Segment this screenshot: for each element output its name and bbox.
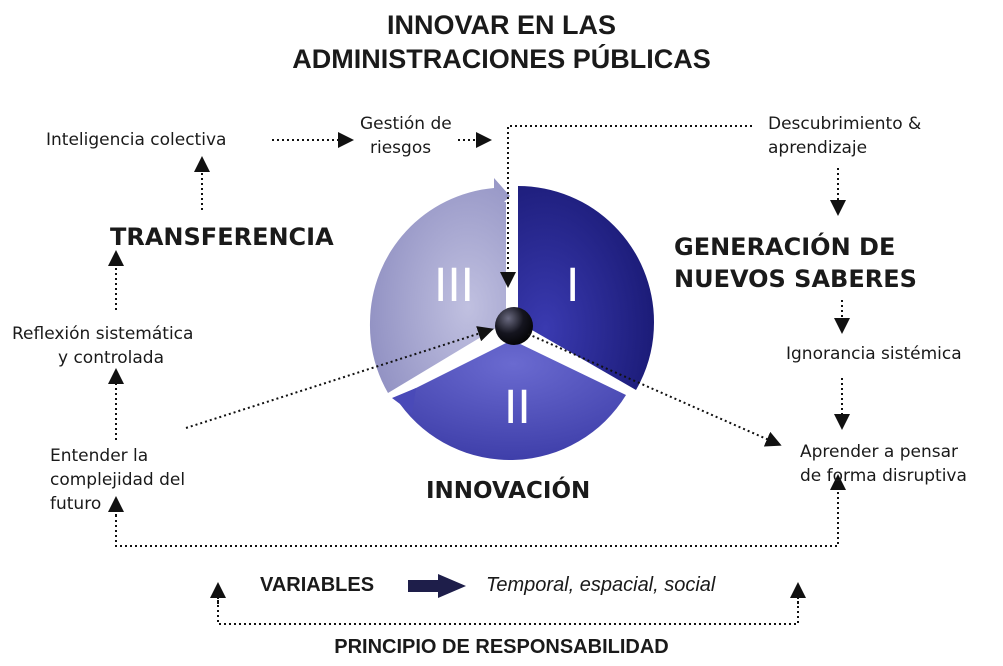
arrow-entender-to-center	[185, 326, 494, 429]
label-reflexion-line-2: y controlada	[58, 348, 165, 368]
label-entender-line-1: Entender la	[50, 446, 149, 466]
segment-one-shape	[518, 186, 655, 390]
segment-two-arrow-tip	[392, 388, 416, 414]
label-aprender-line-2: de forma disruptiva	[800, 466, 967, 486]
label-innovacion: INNOVACIÓN	[426, 478, 591, 504]
segment-three-label: III	[434, 259, 475, 312]
label-gestion-line-1: Gestión de	[360, 114, 452, 134]
title-line-1: INNOVAR EN LAS	[386, 10, 616, 40]
line-descubrimiento-to-center	[500, 125, 752, 288]
title-line-2: ADMINISTRACIONES PÚBLICAS	[292, 44, 711, 74]
segment-three-shape	[369, 178, 510, 393]
label-inteligencia-colectiva: Inteligencia colectiva	[46, 130, 227, 150]
label-gestion-line-2: riesgos	[370, 138, 432, 158]
segment-two-shape	[400, 340, 626, 461]
label-generacion-line-1: GENERACIÓN DE	[674, 233, 896, 261]
label-variables-values: Temporal, espacial, social	[486, 574, 716, 596]
segment-one-label: I	[566, 259, 580, 312]
label-variables: VARIABLES	[260, 574, 375, 596]
variables-arrow	[408, 574, 466, 598]
label-reflexion-line-1: Reflexión sistemática	[12, 324, 194, 344]
label-generacion-line-2: NUEVOS SABERES	[674, 265, 917, 293]
arrow-center-to-aprender	[527, 333, 782, 447]
label-entender-line-2: complejidad del	[50, 470, 186, 490]
label-entender-line-3: futuro	[50, 494, 102, 514]
label-principio: PRINCIPIO DE RESPONSABILIDAD	[334, 636, 669, 658]
label-transferencia: TRANSFERENCIA	[110, 223, 334, 251]
principio-bracket	[217, 600, 799, 625]
label-aprender-line-1: Aprender a pensar	[800, 442, 959, 462]
innovacion-bracket	[115, 474, 846, 547]
label-ignorancia: Ignorancia sistémica	[786, 344, 962, 364]
label-descubrimiento-line-1: Descubrimiento &	[768, 114, 922, 134]
label-descubrimiento-line-2: aprendizaje	[768, 138, 868, 158]
segment-two-label: II	[504, 381, 531, 434]
center-hub	[495, 307, 533, 345]
